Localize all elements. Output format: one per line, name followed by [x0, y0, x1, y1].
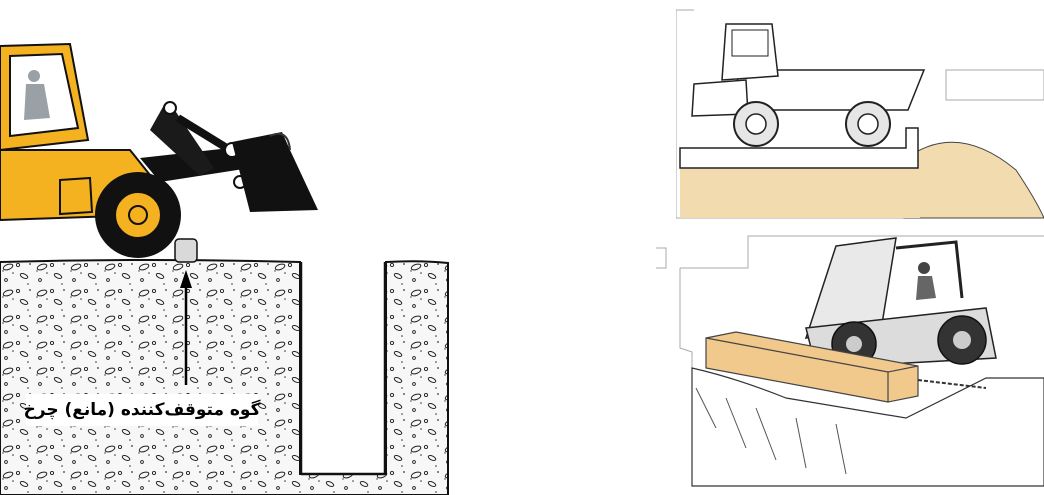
trench: [302, 262, 384, 473]
site-dumper-scene: [656, 235, 1044, 487]
wheel-chock-caption: گوه متوقف‌کننده (مانع) چرخ: [24, 394, 260, 426]
timber-stop-block: [705, 331, 919, 403]
loader-bucket: [232, 132, 318, 212]
anchor-chain: [917, 379, 987, 389]
ground-block-left: [0, 259, 449, 495]
stop-curb: [679, 127, 919, 169]
wheel-chock: [174, 238, 198, 263]
site-dumper-illustration: [656, 228, 1044, 495]
wheel-loader-illustration: گوه متوقف‌کننده (مانع) چرخ: [0, 0, 460, 495]
embankment: [691, 367, 1044, 487]
wheel-loader-scene: [0, 42, 449, 495]
loader-machine: [0, 42, 318, 258]
sand-ground: [680, 168, 920, 218]
sand-pile: [903, 141, 1044, 219]
pointer-arrow-head: [180, 270, 192, 288]
dump-truck-illustration: [676, 0, 1044, 222]
dump-truck-scene: [676, 9, 1044, 219]
truck-cab: [721, 23, 779, 81]
